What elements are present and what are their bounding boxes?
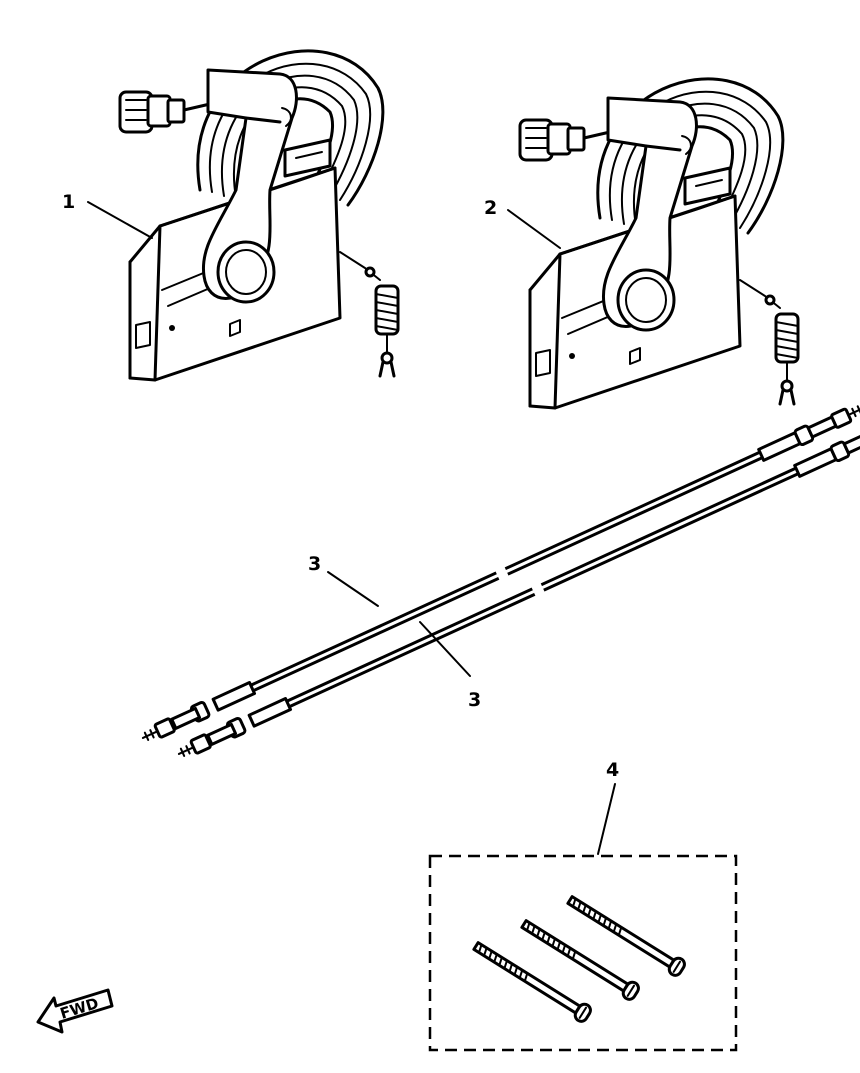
callout-2: 2 bbox=[484, 197, 497, 219]
leader-line-1 bbox=[87, 201, 153, 239]
control-cable-lower bbox=[174, 415, 860, 763]
leader-line-3b bbox=[419, 621, 471, 677]
remote-control-box-1 bbox=[118, 49, 400, 382]
leader-line-2 bbox=[507, 209, 561, 249]
control-cable-upper bbox=[138, 399, 860, 747]
callout-4: 4 bbox=[606, 759, 619, 781]
callout-1: 1 bbox=[62, 191, 75, 213]
leader-line-3a bbox=[327, 571, 379, 607]
remote-control-box-2 bbox=[518, 77, 800, 410]
callout-3-lower: 3 bbox=[468, 689, 481, 711]
leader-line-4 bbox=[597, 783, 616, 855]
bolt-set-box bbox=[428, 854, 738, 1052]
callout-3-upper: 3 bbox=[308, 553, 321, 575]
fwd-arrow-icon: FWD bbox=[36, 988, 114, 1034]
fwd-label: FWD bbox=[58, 994, 101, 1023]
